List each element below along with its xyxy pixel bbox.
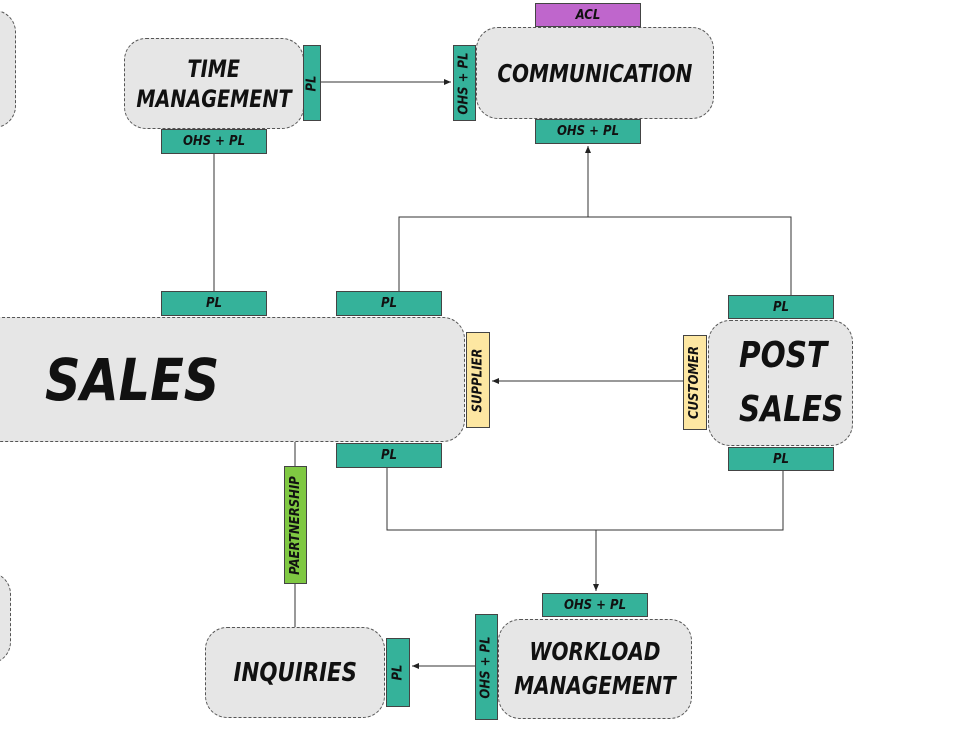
tag-communication-ohs-pl-bottom: OHS + PL — [535, 119, 641, 144]
workload-label-line1: WORKLOAD — [529, 637, 661, 666]
time-management-label-line1: TIME — [187, 54, 241, 83]
tag-inquiries-pl-label: PL — [390, 664, 406, 681]
context-post-sales[interactable]: POST SALES — [708, 320, 853, 446]
context-inquiries[interactable]: INQUIRIES — [205, 627, 385, 718]
tag-post-sales-customer-label: CUSTOMER — [687, 345, 703, 420]
workload-label-line2: MANAGEMENT — [514, 671, 676, 700]
time-management-label-line2: MANAGEMENT — [136, 84, 292, 113]
post-sales-label-line2: SALES — [739, 389, 844, 430]
tag-time-management-ohs-pl: OHS + PL — [161, 129, 267, 154]
connector-sales-post-communication — [398, 216, 792, 295]
tag-sales-supplier: SUPPLIER — [466, 332, 490, 428]
tag-sales-pl-bottom-label: PL — [380, 448, 398, 463]
tag-sales-partnership: PAERTNERSHIP — [284, 466, 307, 584]
tag-post-sales-pl-bottom-label: PL — [772, 451, 790, 467]
offscreen-context-box-bottom — [0, 572, 11, 664]
offscreen-context-box-top — [0, 10, 16, 128]
tag-sales-pl-top-2: PL — [336, 291, 442, 316]
inquiries-label: INQUIRIES — [233, 657, 357, 688]
tag-communication-ohs-pl-bottom-label: OHS + PL — [556, 124, 620, 139]
context-sales-label: SALES — [45, 345, 220, 414]
tag-workload-ohs-pl-left: OHS + PL — [475, 614, 498, 720]
tag-acl-label: ACL — [575, 7, 601, 23]
tag-sales-pl-bottom: PL — [336, 443, 442, 468]
tag-time-management-pl: PL — [303, 45, 321, 121]
tag-sales-pl-top-1: PL — [161, 291, 267, 316]
tag-post-sales-pl-top: PL — [728, 295, 834, 319]
tag-sales-pl-top-2-label: PL — [380, 296, 398, 311]
tag-workload-ohs-pl-left-label: OHS + PL — [479, 635, 494, 699]
tag-workload-ohs-pl-top: OHS + PL — [542, 593, 648, 617]
tag-post-sales-pl-top-label: PL — [772, 299, 790, 315]
tag-workload-ohs-pl-top-label: OHS + PL — [563, 597, 627, 613]
tag-acl: ACL — [535, 3, 641, 27]
tag-post-sales-customer: CUSTOMER — [683, 335, 707, 430]
tag-post-sales-pl-bottom: PL — [728, 447, 834, 471]
tag-communication-ohs-pl-left: OHS + PL — [453, 45, 476, 121]
tag-time-management-ohs-pl-label: OHS + PL — [182, 134, 246, 149]
context-sales[interactable]: SALES — [0, 317, 465, 442]
tag-sales-partnership-label: PAERTNERSHIP — [288, 475, 303, 575]
tag-inquiries-pl: PL — [386, 638, 410, 707]
tag-sales-supplier-label: SUPPLIER — [470, 348, 486, 412]
tag-time-management-pl-label: PL — [304, 74, 320, 92]
context-time-management[interactable]: TIME MANAGEMENT — [124, 38, 304, 129]
context-workload-management[interactable]: WORKLOAD MANAGEMENT — [498, 619, 692, 719]
tag-communication-ohs-pl-left-label: OHS + PL — [457, 51, 472, 115]
connector-sales-post-workload — [386, 468, 784, 531]
post-sales-label-line1: POST — [739, 335, 828, 376]
context-communication[interactable]: COMMUNICATION — [476, 27, 714, 119]
tag-sales-pl-top-1-label: PL — [205, 296, 223, 311]
communication-label: COMMUNICATION — [497, 58, 693, 88]
